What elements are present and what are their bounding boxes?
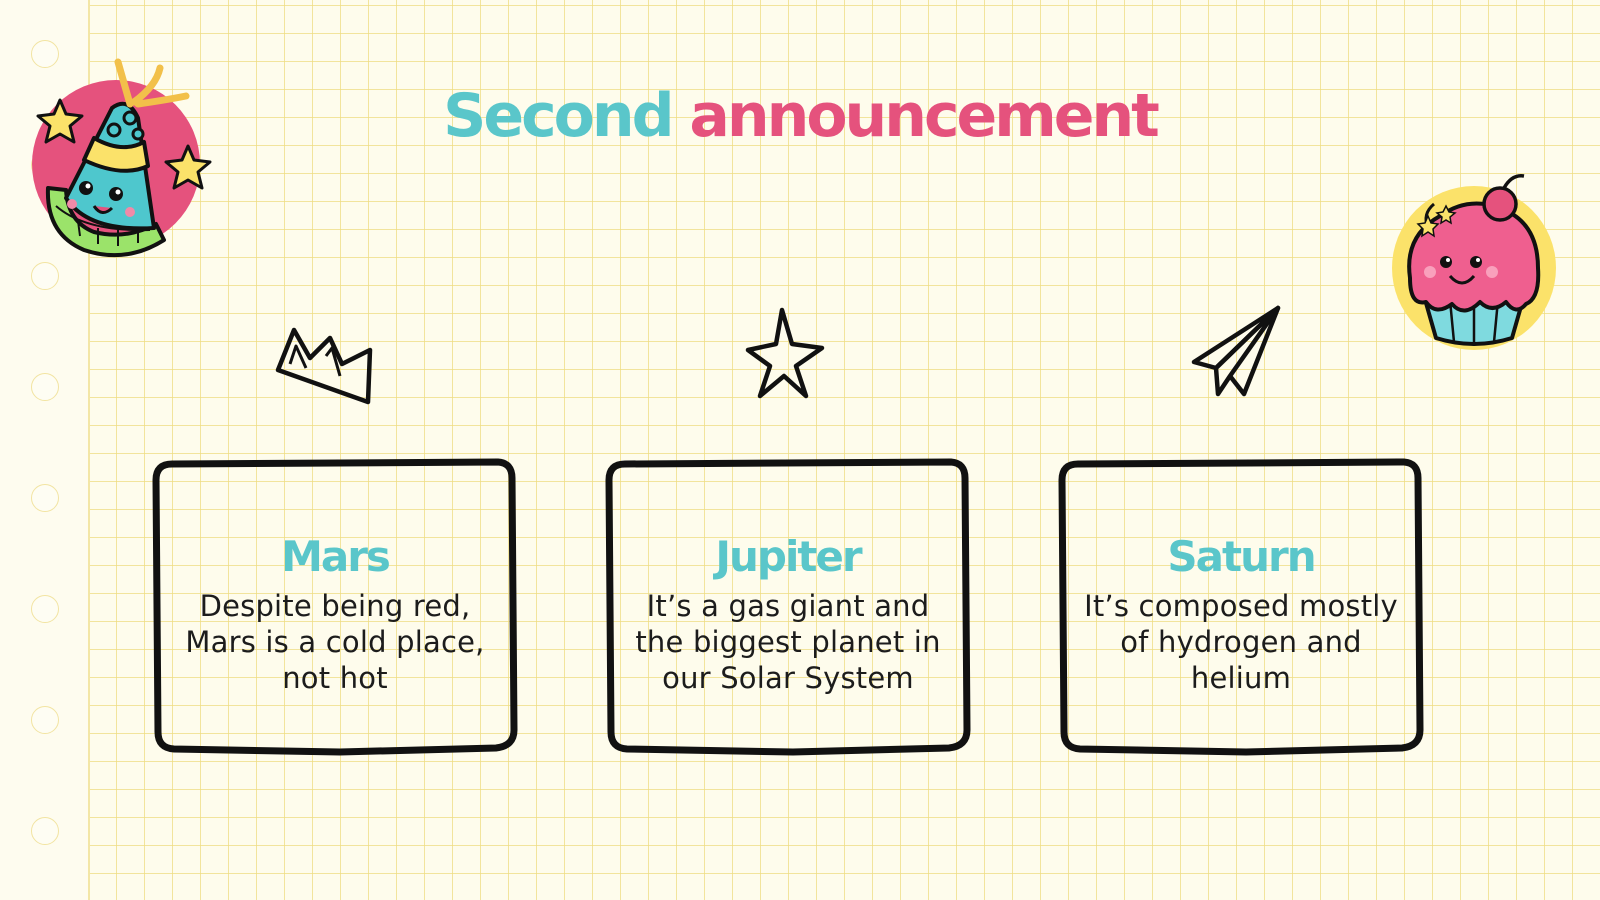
card-description: Despite being red, Mars is a cold place,… — [185, 589, 485, 695]
party-hat-sticker — [32, 58, 212, 258]
card-mars[interactable]: Mars Despite being red, Mars is a cold p… — [150, 458, 520, 758]
crown-icon — [275, 327, 373, 405]
punch-hole — [31, 595, 59, 623]
slide-title[interactable]: Second announcement — [0, 76, 1600, 156]
punch-hole — [31, 817, 59, 845]
card-saturn[interactable]: Saturn It’s composed mostly of hydrogen … — [1056, 458, 1426, 758]
card-heading: Saturn — [1167, 532, 1316, 581]
star-icon — [745, 307, 825, 399]
title-part-second: Second — [443, 81, 674, 151]
title-part-announcement: announcement — [689, 81, 1159, 151]
punch-hole — [31, 484, 59, 512]
card-frame — [1058, 458, 1424, 756]
punch-hole — [31, 706, 59, 734]
punch-hole — [31, 40, 59, 68]
punch-hole — [31, 373, 59, 401]
card-description: It’s a gas giant and the biggest planet … — [635, 589, 941, 695]
card-frame — [605, 458, 971, 756]
card-heading: Mars — [281, 532, 391, 581]
card-heading: Jupiter — [715, 532, 862, 581]
card-description: It’s composed mostly of hydrogen and hel… — [1084, 589, 1398, 695]
cupcake-sticker — [1392, 174, 1556, 350]
punch-hole — [31, 262, 59, 290]
card-frame — [152, 458, 518, 756]
paper-plane-icon — [1191, 305, 1281, 397]
card-jupiter[interactable]: Jupiter It’s a gas giant and the biggest… — [603, 458, 973, 758]
